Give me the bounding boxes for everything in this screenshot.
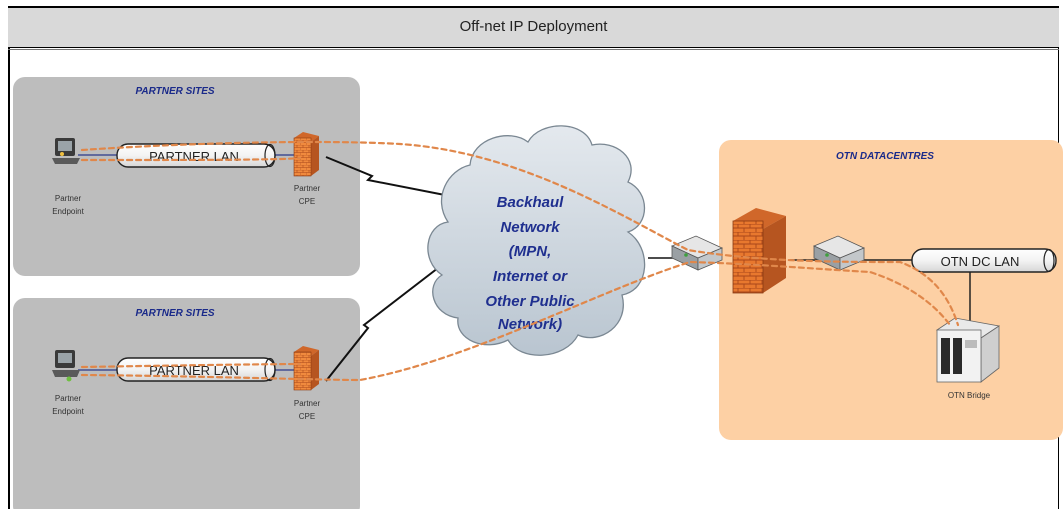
cpe-firewall-icon [293,132,319,177]
partner-cpe-bottom-label-1: Partner [294,399,321,408]
partner-cpe-top-label-1: Partner [294,184,321,193]
partner-sites-zone-top: PARTNER SITES [13,77,360,276]
endpoint-device-icon [52,350,80,382]
backhaul-cloud: Backhaul Network (MPN, Internet or Other… [427,125,646,356]
partner-cpe-bottom-label-2: CPE [299,412,315,421]
partner-cpe-top: Partner CPE [293,132,321,206]
tunnel-path-top [80,140,960,327]
otn-dc-lan: OTN DC LAN [790,248,1057,322]
wan-link-top [325,156,456,198]
tunnel-path-top-lan [80,156,302,162]
cloud-line-5: Other Public [485,293,575,310]
datacentre-zone-bg [719,140,1063,440]
cloud-line-4: Internet or [493,268,568,285]
cloud-line-1: Backhaul [497,194,565,211]
partner-sites-zone-bottom: PARTNER SITES [13,298,360,509]
partner-endpoint-bottom-label-2: Endpoint [52,407,84,416]
partner-endpoint-top: Partner Endpoint [52,138,85,216]
partner-lan-top-label: PARTNER LAN [149,149,239,164]
partner-endpoint-top-label-2: Endpoint [52,207,84,216]
partner-zone-bottom-bg [13,298,360,509]
dc-edge-router-icon [671,235,723,271]
tunnel-path-bottom-lan [80,362,302,369]
tunnel-path-bottom [80,260,952,382]
partner-zone-bottom-label: PARTNER SITES [135,308,214,319]
dc-internal-router-icon [813,235,865,271]
partner-endpoint-top-label-1: Partner [55,194,82,203]
vpn-tunnel-paths [80,140,960,382]
partner-lan-bottom-label: PARTNER LAN [149,363,239,378]
otn-datacentre-zone: OTN DATACENTRES [719,140,1063,440]
cloud-line-6: Network) [498,316,562,333]
cloud-line-3: (MPN, [509,243,552,260]
endpoint-device-icon [52,138,80,164]
partner-zone-top-bg [13,77,360,276]
diagram-title: Off-net IP Deployment [459,18,608,35]
otn-dc-lan-pipe [911,248,1057,273]
partner-endpoint-bottom: Partner Endpoint [52,350,85,416]
otn-dc-lan-label: OTN DC LAN [941,254,1020,269]
partner-endpoint-bottom-label-1: Partner [55,394,82,403]
cpe-firewall-icon [293,346,319,391]
wan-links [325,156,676,382]
otn-bridge-label: OTN Bridge [948,391,991,400]
dc-firewall-icon [732,208,786,294]
server-icon [935,317,1001,383]
partner-zone-top-label: PARTNER SITES [135,86,214,97]
partner-cpe-top-label-2: CPE [299,197,315,206]
cloud-shape [427,125,646,356]
diagram-header: Off-net IP Deployment [8,8,1059,48]
header-divider [8,49,1059,50]
datacentre-zone-label: OTN DATACENTRES [836,151,934,162]
cloud-line-2: Network [500,219,560,236]
wan-link-bottom [325,267,439,382]
